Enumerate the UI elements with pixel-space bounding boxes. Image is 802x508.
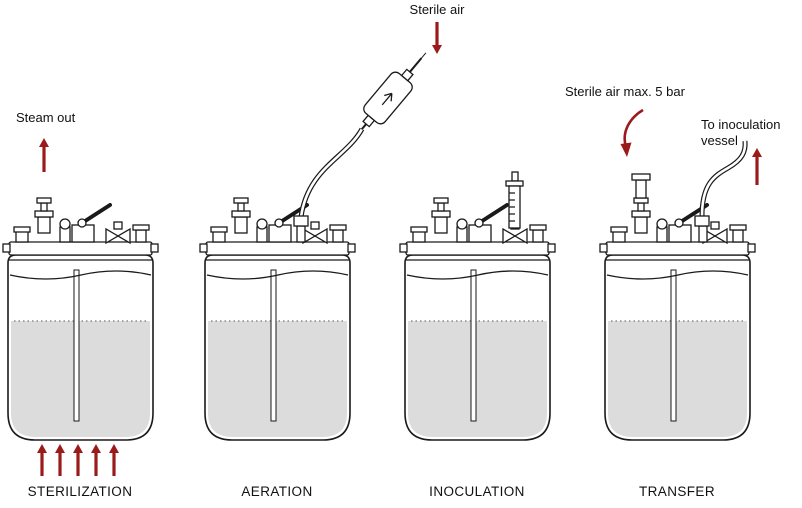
pressure-arrow	[620, 108, 644, 157]
vessel-aeration	[198, 196, 357, 442]
to-inoculation-label: To inoculation vessel	[701, 117, 781, 148]
stage-label-aeration: AERATION	[241, 484, 313, 499]
heat-arrows	[36, 444, 119, 476]
stage-label-inoculation: INOCULATION	[429, 484, 525, 499]
arrows	[36, 22, 762, 476]
transfer-tubing	[694, 140, 748, 243]
steam-out-label: Steam out	[16, 110, 76, 125]
sterile-air-filter	[360, 52, 427, 131]
inoculation-syringe	[505, 171, 524, 229]
vessel-inoculation	[398, 196, 557, 442]
sterile-air-label: Sterile air	[409, 2, 465, 17]
transfer-arrow	[751, 148, 762, 185]
sterile-air-arrow	[432, 22, 442, 54]
vessel-transfer	[598, 196, 757, 442]
steam-out-arrow	[38, 138, 49, 172]
stage-label-transfer: TRANSFER	[639, 484, 715, 499]
sterile-air-tubing	[293, 127, 365, 243]
vessel-sterilization	[1, 196, 160, 442]
sterile-air-max-label: Sterile air max. 5 bar	[565, 84, 685, 99]
transfer-valve-extension	[631, 173, 651, 199]
stage-label-sterilization: STERILIZATION	[27, 484, 133, 499]
